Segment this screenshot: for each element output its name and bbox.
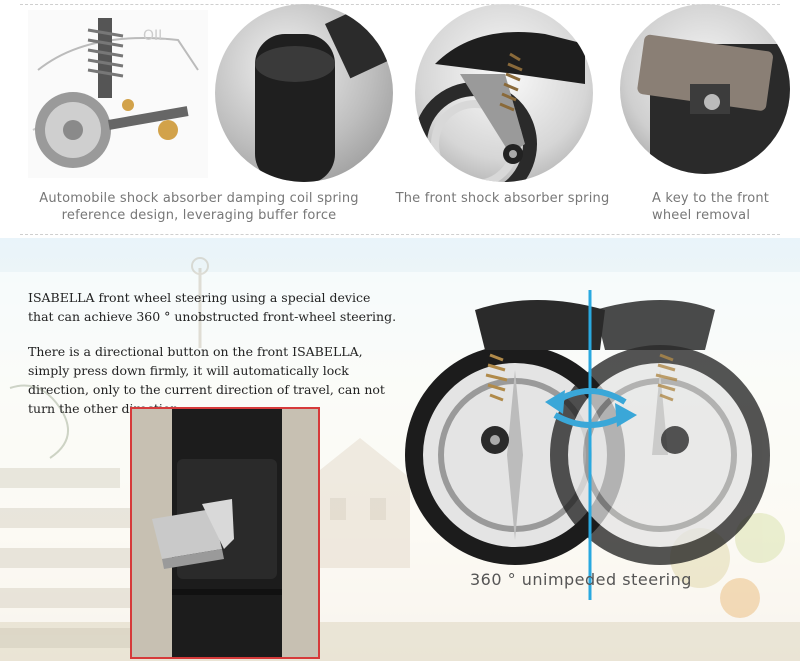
rotation-arrow-icon [545, 388, 637, 428]
svg-text:OIL: OIL [143, 28, 166, 44]
frame-joint-photo [215, 4, 393, 182]
steering-caption: 360 ° unimpeded steering [470, 570, 692, 589]
caption-key-removal: A key to the front wheel removal [652, 191, 770, 223]
steering-section: ISABELLA front wheel steering using a sp… [0, 238, 800, 661]
right-wheel [550, 345, 770, 565]
caption-shock-absorber: Automobile shock absorber damping coil s… [39, 191, 359, 223]
top-divider [20, 4, 780, 5]
front-wheel-steering-graphic [405, 290, 770, 600]
steering-description-2: There is a directional button on the fro… [28, 344, 385, 416]
caption-front-spring: The front shock absorber spring [395, 191, 610, 206]
front-spring-photo [415, 4, 593, 182]
direction-lock-inset [130, 407, 320, 659]
mid-divider [20, 234, 780, 235]
feature-strip: OIL Automobile shock absorber d [0, 0, 800, 238]
key-removal-photo [620, 4, 790, 174]
suspension-illustration: OIL [28, 10, 208, 178]
steering-description-1: ISABELLA front wheel steering using a sp… [28, 290, 397, 324]
